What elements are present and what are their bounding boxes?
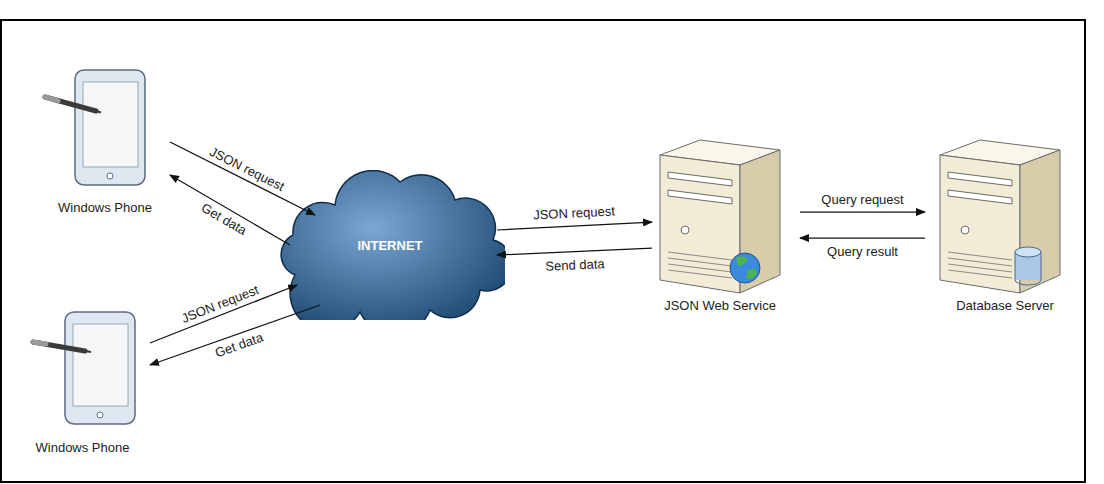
connector-label: Send data	[545, 256, 605, 274]
tablet-button	[97, 412, 103, 418]
drive-bay	[668, 190, 732, 204]
device-label: Windows Phone	[40, 200, 170, 215]
tablet-body	[75, 70, 145, 185]
stylus-tip	[85, 351, 91, 352]
server-node: JSON Web Service	[640, 135, 800, 313]
drive-bay	[948, 190, 1012, 204]
drive-bay	[948, 172, 1012, 186]
arrow-connector	[800, 237, 925, 238]
tablet-screen	[83, 82, 138, 167]
server-front	[940, 155, 1020, 293]
frame	[1, 20, 1085, 482]
tablet-button	[107, 173, 113, 179]
server-node: Database Server	[925, 135, 1085, 313]
server-label: JSON Web Service	[640, 298, 800, 313]
tablet-icon	[45, 70, 145, 185]
connector-label: JSON request	[179, 282, 260, 326]
cloud-label: INTERNET	[275, 238, 505, 253]
phone-node: Windows Phone	[15, 305, 150, 455]
tablet-body	[65, 312, 135, 424]
stylus	[45, 97, 96, 111]
globe-land	[736, 256, 757, 279]
connector-label: Query result	[827, 244, 898, 259]
arrow-connector	[497, 248, 652, 255]
stylus	[33, 342, 85, 351]
connector-label: JSON request	[208, 144, 288, 194]
power-button	[681, 226, 689, 234]
device-label: Windows Phone	[15, 440, 150, 455]
arrow-connector	[170, 142, 315, 215]
globe	[730, 253, 760, 283]
drive-bay	[668, 172, 732, 186]
connector-label: Get data	[199, 200, 250, 238]
server-icon	[940, 140, 1060, 293]
tablet-screen	[73, 324, 128, 406]
database-top	[1015, 247, 1041, 257]
server-icon	[660, 140, 780, 293]
server-front	[660, 155, 740, 293]
stylus-cap	[45, 97, 58, 101]
vent-lines	[668, 252, 732, 278]
power-button	[961, 226, 969, 234]
arrow-connector	[497, 222, 652, 230]
connector-label: JSON request	[533, 203, 615, 222]
tablet-icon	[33, 312, 135, 424]
server-label: Database Server	[925, 298, 1085, 313]
connector-label: Query request	[821, 192, 903, 207]
stylus-cap	[33, 342, 46, 344]
arrow-connector	[800, 211, 925, 212]
phone-node: Windows Phone	[40, 65, 170, 215]
vent-lines	[948, 252, 1012, 278]
arrow-connector	[150, 305, 320, 365]
internet-cloud: INTERNET	[275, 170, 505, 320]
connector-label: Get data	[213, 330, 265, 361]
stylus-tip	[96, 111, 101, 113]
